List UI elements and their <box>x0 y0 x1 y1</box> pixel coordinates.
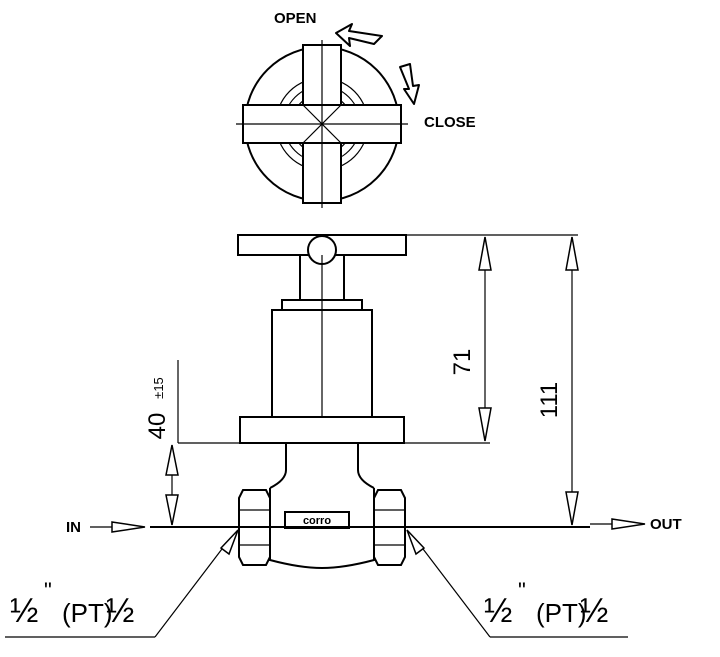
close-arrow-icon <box>399 63 420 105</box>
dim-71 <box>478 236 492 442</box>
right-thread-standard: (PT) <box>536 598 587 628</box>
dim-40-tolerance: ±15 <box>151 377 166 399</box>
left-thread-nominal: ½ <box>106 592 134 630</box>
stem <box>269 443 375 489</box>
dim-40-label: 40 <box>144 413 171 440</box>
right-thread-label: ½ " (PT) ½ <box>484 578 608 630</box>
dim-111-label: 111 <box>536 382 563 418</box>
right-thread-leader <box>406 529 628 638</box>
left-thread-inch-mark: " <box>44 578 52 603</box>
right-thread-nominal: ½ <box>580 592 608 630</box>
left-thread-size: ½ <box>10 592 38 630</box>
right-thread-inch-mark: " <box>518 578 526 603</box>
left-thread-leader <box>5 529 239 638</box>
left-thread-label: ½ " (PT) ½ <box>10 578 134 630</box>
handle-top-view <box>236 40 408 208</box>
dim-71-label: 71 <box>449 349 476 376</box>
out-label: OUT <box>650 516 682 533</box>
valve-side-view <box>237 234 407 570</box>
dim-111 <box>565 236 579 526</box>
wall-flange <box>239 416 405 444</box>
left-thread-standard: (PT) <box>62 598 113 628</box>
dim-40 <box>165 444 179 526</box>
handle-neck <box>299 255 345 285</box>
brand-logo: corro <box>303 515 331 527</box>
in-label: IN <box>66 519 81 536</box>
in-arrow-icon <box>90 521 146 533</box>
open-label: OPEN <box>274 10 317 27</box>
close-label: CLOSE <box>424 114 476 131</box>
valve-body <box>269 488 375 570</box>
open-arrow-icon <box>335 23 383 47</box>
out-arrow-icon <box>590 518 646 530</box>
right-thread-size: ½ <box>484 592 512 630</box>
